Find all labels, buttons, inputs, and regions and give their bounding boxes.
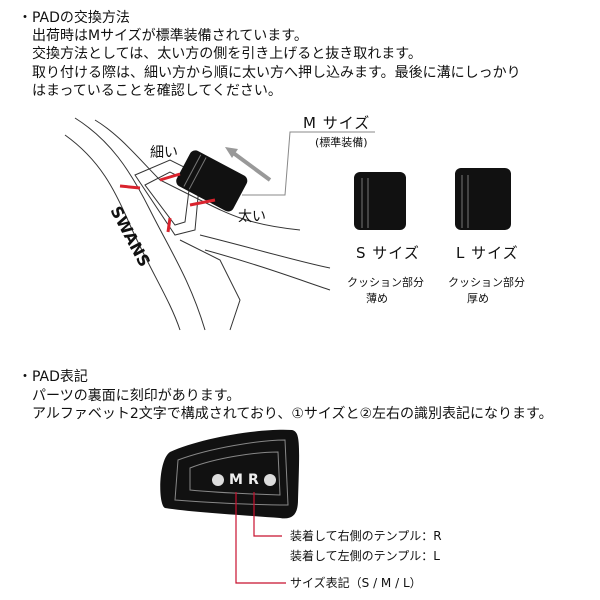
m-pad-graphic [176, 150, 248, 212]
callout-left: 装着して左側のテンプル：L [290, 549, 440, 563]
pad-mark-side: R [248, 472, 259, 488]
pad-back-graphic [160, 429, 300, 519]
l-pad-graphic [455, 168, 511, 230]
section1-line: 出荷時はMサイズが標準装備されています。 [32, 28, 308, 44]
l-size-desc: 厚め [467, 292, 489, 305]
m-leader-line [242, 131, 375, 196]
thick-label: 太い [238, 209, 266, 225]
s-size-label: S サイズ [356, 244, 420, 262]
l-size-label: L サイズ [456, 244, 519, 262]
frame-drawing [64, 117, 331, 331]
section1-line: はまっていることを確認してください。 [32, 83, 282, 99]
section2-line: アルファベット2文字で構成されており、①サイズと②左右の識別表記になります。 [32, 406, 553, 422]
section1-heading: ・PADの交換方法 [18, 10, 130, 26]
callout-lines [235, 492, 286, 584]
red-arrows [119, 172, 216, 233]
section2-heading: ・PAD表記 [18, 369, 88, 385]
l-size-desc: クッション部分 [448, 276, 525, 289]
s-size-desc: クッション部分 [347, 276, 424, 289]
pad-mark-size: M [229, 472, 243, 488]
callout-size: サイズ表記（S / M / L） [290, 576, 422, 590]
thin-label: 細い [150, 145, 178, 161]
m-size-note: (標準装備) [315, 136, 368, 149]
s-pad-graphic [354, 172, 406, 230]
s-size-desc: 薄め [366, 292, 388, 305]
section1-line: 取り付ける際は、細い方から順に太い方へ押し込みます。最後に溝にしっかり [32, 65, 521, 81]
m-size-label: M サイズ [303, 114, 371, 132]
section1-line: 交換方法としては、太い方の側を引き上げると抜き取れます。 [32, 46, 422, 62]
callout-right: 装着して右側のテンプル：R [290, 529, 442, 543]
direction-arrow [230, 150, 272, 182]
section2-line: パーツの裏面に刻印があります。 [32, 388, 241, 404]
brand-logo: SWANS [106, 203, 154, 270]
